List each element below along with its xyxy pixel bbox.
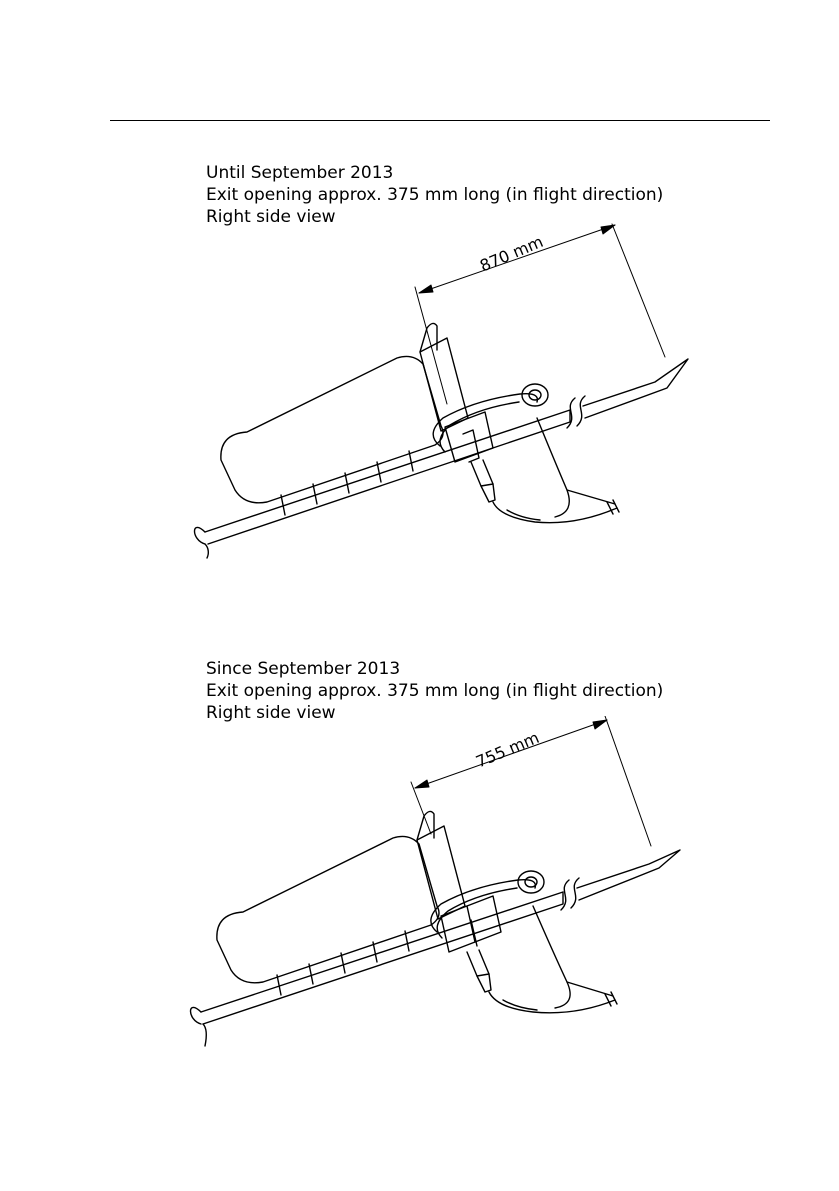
figure-2-drawing: 755 mm xyxy=(175,716,715,1056)
figure-1-caption-line2: Exit opening approx. 375 mm long (in fli… xyxy=(206,184,663,206)
header-rule xyxy=(110,120,770,121)
figure-1-caption: Until September 2013 Exit opening approx… xyxy=(206,162,663,228)
figure-2-caption: Since September 2013 Exit opening approx… xyxy=(206,658,663,724)
figure-2-caption-line1: Since September 2013 xyxy=(206,658,663,680)
figure-1-line-art xyxy=(175,222,715,562)
figure-2-line-art xyxy=(175,716,715,1056)
figure-2-caption-line2: Exit opening approx. 375 mm long (in fli… xyxy=(206,680,663,702)
figure-1-caption-line1: Until September 2013 xyxy=(206,162,663,184)
figure-1-drawing: 870 mm xyxy=(175,222,715,562)
